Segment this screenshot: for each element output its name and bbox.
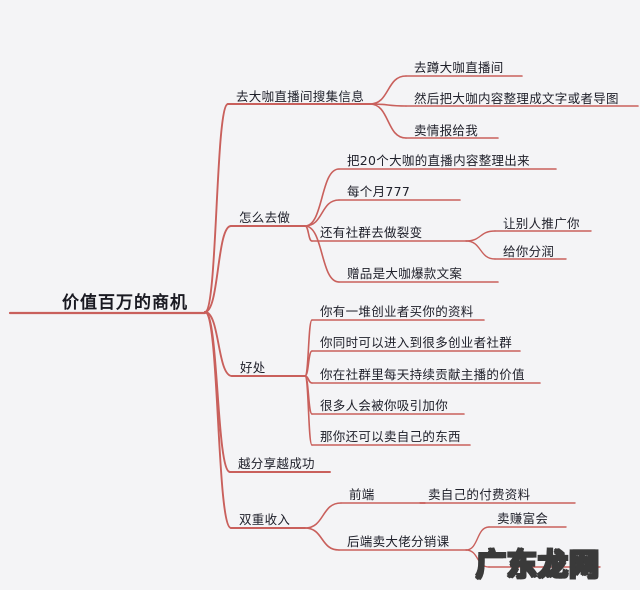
branch-connector bbox=[465, 549, 490, 568]
branch-connector bbox=[465, 230, 496, 242]
branch-connector bbox=[304, 168, 340, 227]
branch-connector bbox=[304, 527, 340, 551]
mindmap-node-branch-4[interactable]: 越分享越成功 bbox=[238, 456, 315, 471]
mindmap-node-branch-2-child-1[interactable]: 把20个大咖的直播内容整理出来 bbox=[347, 153, 530, 168]
mindmap-node-branch-1-child-2[interactable]: 然后把大咖内容整理成文字或者导图 bbox=[414, 91, 619, 106]
mindmap-node-branch-5-child-1-sub-1[interactable]: 卖自己的付费资料 bbox=[428, 487, 531, 502]
mindmap-node-branch-2-child-3[interactable]: 还有社群去做裂变 bbox=[320, 225, 423, 240]
mindmap-node-branch-5-child-1[interactable]: 前端 bbox=[349, 487, 375, 502]
branch-connector bbox=[204, 103, 229, 313]
mindmap-node-branch-3-child-4[interactable]: 很多人会被你吸引加你 bbox=[320, 398, 449, 413]
branch-connector bbox=[369, 103, 407, 139]
mindmap-node-branch-3-child-1[interactable]: 你有一堆创业者买你的资料 bbox=[320, 304, 474, 319]
branch-connector bbox=[369, 75, 407, 105]
branch-connector bbox=[465, 526, 490, 551]
mindmap-node-branch-2-child-2[interactable]: 每个月777 bbox=[347, 184, 411, 199]
mindmap-node-branch-5[interactable]: 双重收入 bbox=[239, 512, 291, 527]
mindmap-node-branch-5-child-2[interactable]: 后端卖大佬分销课 bbox=[347, 534, 450, 549]
branch-connector bbox=[204, 311, 233, 377]
mindmap-node-branch-3-child-5[interactable]: 那你还可以卖自己的东西 bbox=[320, 429, 461, 444]
mindmap-node-branch-2[interactable]: 怎么去做 bbox=[239, 210, 291, 225]
branch-connector bbox=[204, 225, 232, 313]
mindmap-node-branch-1-child-3[interactable]: 卖情报给我 bbox=[414, 123, 479, 138]
watermark-text: 广东龙网 bbox=[475, 547, 600, 584]
branch-connector bbox=[304, 225, 340, 283]
mindmap-node-branch-3[interactable]: 好处 bbox=[240, 360, 266, 375]
mindmap-root-node[interactable]: 价值百万的商机 bbox=[62, 293, 188, 313]
mindmap-node-branch-3-child-2[interactable]: 你同时可以进入到很多创业者社群 bbox=[320, 335, 513, 350]
mindmap-node-branch-2-child-3-sub-1[interactable]: 让别人推广你 bbox=[503, 216, 580, 231]
branch-connector bbox=[304, 199, 340, 227]
branch-connector bbox=[304, 502, 342, 529]
mindmap-node-branch-3-child-3[interactable]: 你在社群里每天持续贡献主播的价值 bbox=[320, 367, 525, 382]
branch-connector bbox=[204, 311, 232, 529]
mindmap-node-branch-1-child-1[interactable]: 去蹲大咖直播间 bbox=[414, 60, 504, 75]
mindmap-node-branch-2-child-4[interactable]: 赠品是大咖爆款文案 bbox=[347, 266, 463, 281]
branch-connector bbox=[304, 375, 313, 446]
branch-connector bbox=[465, 240, 496, 260]
mindmap-node-branch-5-child-2-sub-1[interactable]: 卖赚富会 bbox=[497, 511, 549, 526]
branch-connector bbox=[304, 350, 313, 377]
mindmap-node-branch-2-child-3-sub-2[interactable]: 给你分润 bbox=[503, 244, 555, 259]
mindmap-node-branch-1[interactable]: 去大咖直播间搜集信息 bbox=[236, 89, 365, 104]
